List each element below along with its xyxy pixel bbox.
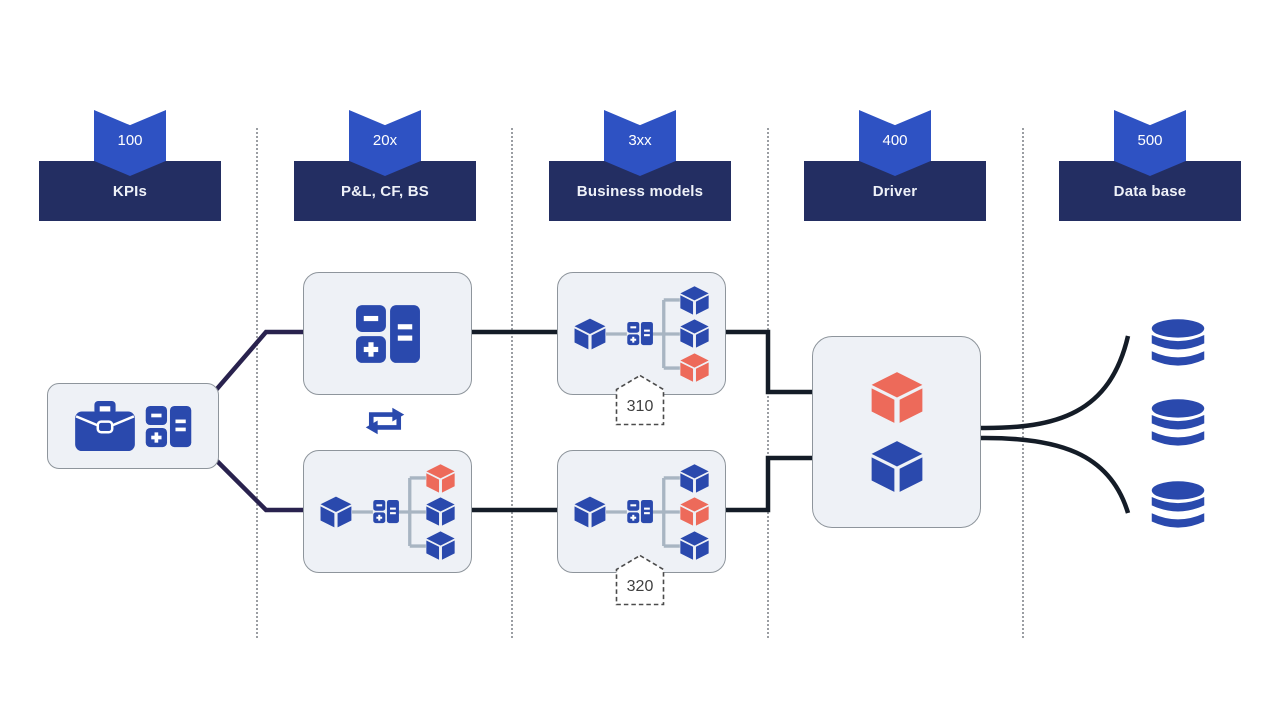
- cube-icon-coral: [425, 463, 455, 493]
- cube-icon: [574, 496, 605, 527]
- ribbon-code: 400: [882, 132, 908, 149]
- column-separator: [256, 128, 258, 638]
- cube-icon-coral: [679, 496, 709, 526]
- cube-icon: [679, 285, 709, 315]
- badge-310: 310: [615, 374, 665, 426]
- cube-icon: [425, 530, 455, 560]
- node-business-model-320: [557, 450, 726, 573]
- connector-driver-to-db-top: [978, 335, 1131, 431]
- badge-320: 320: [615, 554, 665, 606]
- header-kpis: KPIs: [39, 161, 221, 221]
- badge-label: 310: [627, 398, 654, 415]
- mini-calculator-icon: [626, 321, 653, 345]
- database-icon: [1150, 480, 1206, 535]
- cube-tree-icon: [574, 285, 709, 382]
- mini-calculator-icon: [626, 499, 653, 523]
- mini-calculator-icon: [372, 499, 399, 523]
- header-driver: Driver: [804, 161, 986, 221]
- ribbon-code: 500: [1137, 132, 1163, 149]
- connector-business-top-to-driver: [723, 329, 813, 395]
- column-separator: [511, 128, 513, 638]
- cube-icon: [679, 318, 709, 348]
- column-separator: [1022, 128, 1024, 638]
- node-pnl-calculation: [303, 272, 472, 395]
- database-icon: [1150, 398, 1206, 453]
- briefcase-icon: [74, 400, 136, 452]
- database-icon: [1150, 318, 1206, 373]
- ribbon-code: 20x: [372, 132, 398, 149]
- node-business-model-310: [557, 272, 726, 395]
- cube-icon: [679, 463, 709, 493]
- node-kpi: [47, 383, 219, 469]
- connector-kpi-to-pnl-bottom: [214, 458, 305, 513]
- cube-icon: [574, 318, 605, 349]
- cube-icon-coral: [679, 352, 709, 382]
- cube-icon: [679, 530, 709, 560]
- ribbon-code: 100: [117, 132, 143, 149]
- connector-business-bottom-to-driver: [723, 455, 813, 513]
- calculator-icon: [355, 304, 421, 364]
- calculator-icon: [145, 405, 192, 448]
- swap-arrows-icon: [363, 400, 407, 442]
- ribbon-code: 3xx: [628, 132, 652, 149]
- node-driver: [812, 336, 981, 528]
- badge-label: 320: [627, 578, 654, 595]
- connector-driver-to-db-bottom: [978, 435, 1131, 514]
- cube-tree-icon: [574, 463, 709, 560]
- connector-kpi-to-pnl-top: [214, 329, 305, 392]
- cube-icon: [425, 496, 455, 526]
- cube-tree-icon: [320, 463, 455, 560]
- cube-blue-icon: [869, 440, 925, 493]
- ribbon-badge-100: 100: [94, 110, 166, 176]
- node-pnl-cube-tree: [303, 450, 472, 573]
- cube-coral-icon: [869, 371, 925, 424]
- cube-icon: [320, 496, 351, 527]
- header-pnl-cf-bs: P&L, CF, BS: [294, 161, 476, 221]
